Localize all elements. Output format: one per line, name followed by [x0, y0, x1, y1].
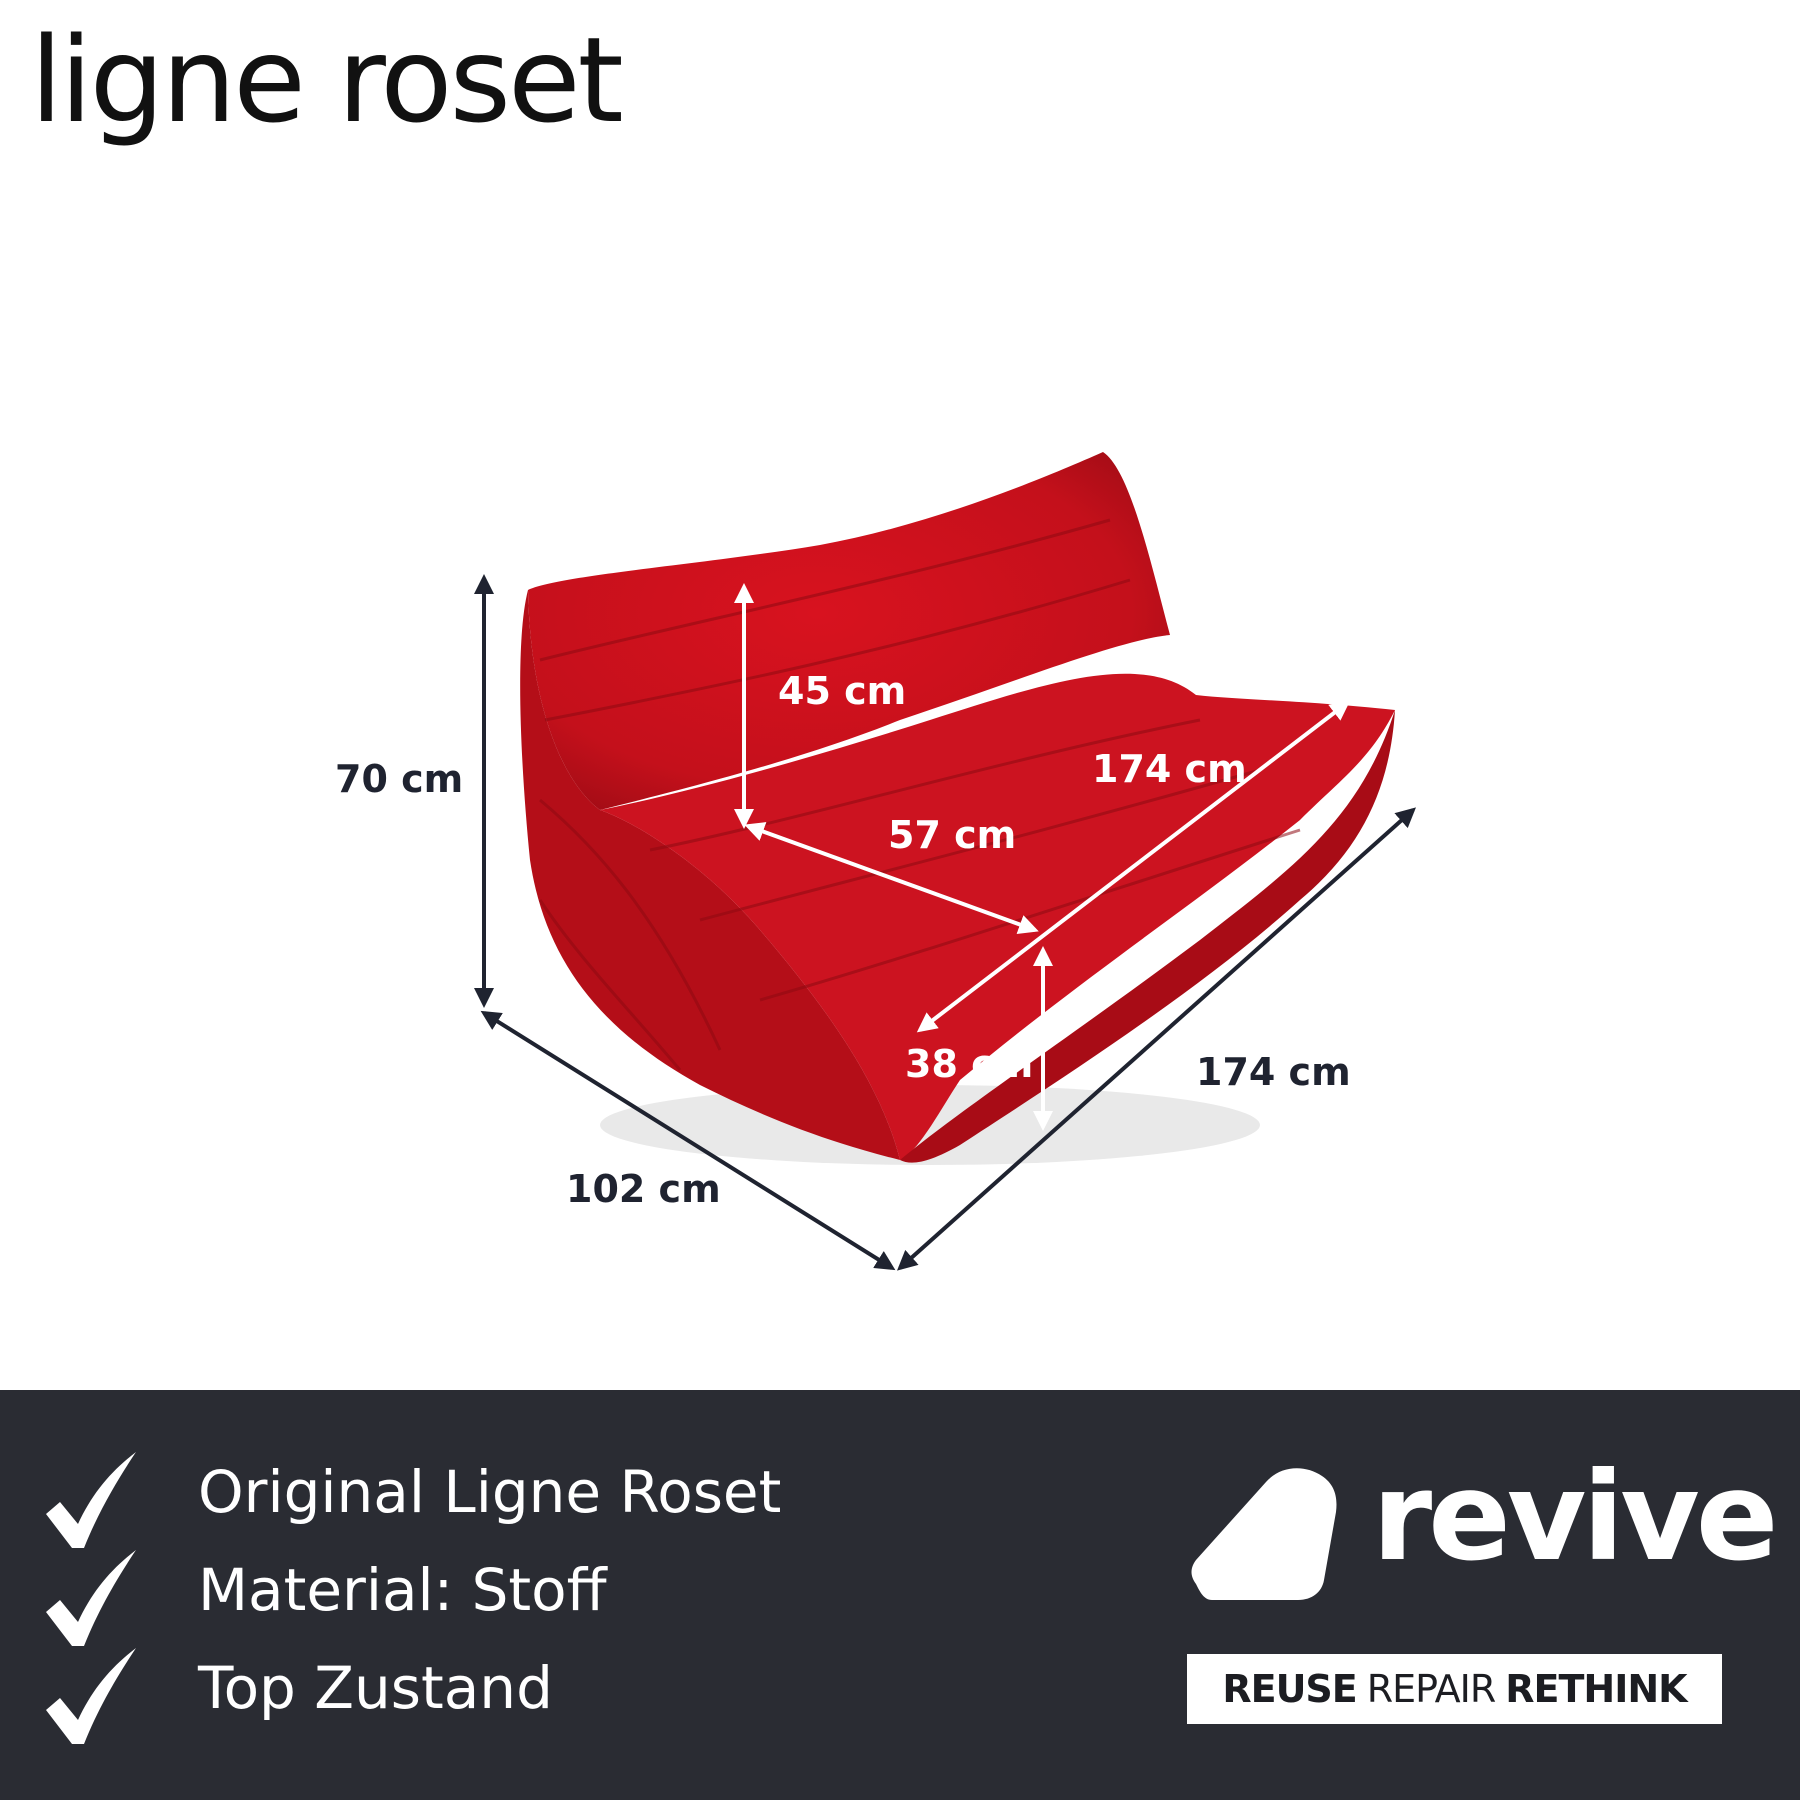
dimension-labels: 70 cm 45 cm 57 cm 174 cm 38 cm 102 cm 17… [335, 669, 1351, 1211]
tagline-rethink: RETHINK [1505, 1667, 1687, 1711]
depth-total-line [480, 1010, 896, 1271]
product-figure: 70 cm 45 cm 57 cm 174 cm 38 cm 102 cm 17… [335, 452, 1416, 1271]
label-depth-total: 102 cm [566, 1167, 721, 1211]
check-icon [46, 1452, 136, 1548]
revive-tagline: REUSE REPAIR RETHINK [1187, 1654, 1722, 1724]
label-backrest-height: 45 cm [778, 669, 906, 713]
feature-item: Material: Stoff [40, 1550, 940, 1650]
revive-logo-text: revive [1372, 1446, 1779, 1588]
feature-label: Original Ligne Roset [198, 1458, 782, 1526]
brand-logo: ligne roset [30, 11, 624, 149]
label-width-total: 174 cm [1196, 1050, 1351, 1094]
check-icon [46, 1648, 136, 1744]
info-panel: Original Ligne Roset Material: Stoff Top… [0, 1390, 1800, 1800]
feature-item: Top Zustand [40, 1648, 940, 1748]
width-total-line [897, 807, 1416, 1271]
tagline-reuse: REUSE [1222, 1667, 1357, 1711]
label-height-total: 70 cm [335, 757, 463, 801]
feature-label: Material: Stoff [198, 1556, 607, 1624]
label-seat-height: 38 cm [905, 1042, 1033, 1086]
label-seat-width: 174 cm [1092, 747, 1247, 791]
label-seat-depth: 57 cm [888, 813, 1016, 857]
feature-item: Original Ligne Roset [40, 1452, 940, 1552]
dimension-lines [474, 574, 1416, 1271]
revive-logo-mark [1191, 1468, 1337, 1600]
feature-label: Top Zustand [198, 1654, 553, 1722]
tagline-repair: REPAIR [1366, 1667, 1497, 1711]
check-icon [46, 1550, 136, 1646]
